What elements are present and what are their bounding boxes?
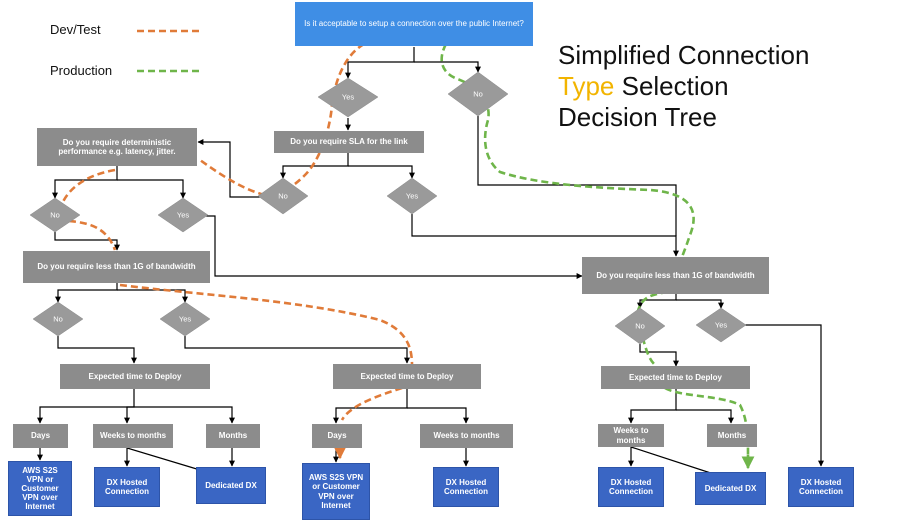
outcome-dedicated-1: Dedicated DX	[196, 467, 266, 504]
outcome-hosted-4: DX Hosted Connection	[788, 467, 854, 507]
legend-dev-test: Dev/Test	[50, 22, 101, 37]
deploy-time-2: Expected time to Deploy	[333, 364, 481, 389]
legend-production: Production	[50, 63, 113, 78]
diamond-no-sla	[257, 177, 309, 215]
decision-diamonds	[29, 71, 747, 345]
outcome-vpn-2: AWS S2S VPN or Customer VPN over Interne…	[302, 463, 370, 520]
title-line-1: Simplified Connection	[558, 40, 810, 70]
option-days-2: Days	[312, 424, 362, 448]
diamond-no-det	[29, 197, 81, 233]
diamond-yes-sla	[386, 177, 438, 215]
question-bandwidth-right: Do you require less than 1G of bandwidth	[582, 257, 769, 294]
outcome-hosted-2: DX Hosted Connection	[433, 467, 499, 507]
decision-yes-bw-left-label: Yes	[178, 314, 192, 324]
decision-yes-top-label: Yes	[341, 92, 355, 102]
option-months-1: Months	[206, 424, 260, 448]
question-sla: Do you require SLA for the link	[274, 131, 424, 153]
diamond-yes-det	[157, 197, 209, 233]
diamond-no-bw-left	[32, 301, 84, 337]
title-line-2-rest: Selection	[614, 71, 729, 101]
legend-dev-test-swatch	[137, 29, 201, 33]
title-line-2: Type Selection	[558, 71, 809, 102]
option-weeks-2: Weeks to months	[420, 424, 513, 448]
decision-no-bw-right-label: No	[635, 321, 645, 331]
diamond-yes-bw-right	[695, 307, 747, 343]
outcome-vpn-1: AWS S2S VPN or Customer VPN over Interne…	[8, 461, 72, 516]
deploy-time-1: Expected time to Deploy	[60, 364, 210, 389]
option-weeks-3: Weeks to months	[598, 424, 664, 447]
legend-production-swatch	[137, 69, 201, 73]
decision-yes-sla-label: Yes	[405, 191, 419, 201]
diagram-title: Simplified Connection Type Selection Dec…	[558, 40, 809, 133]
question-public-internet: Is it acceptable to setup a connection o…	[295, 2, 533, 46]
decision-no-sla-label: No	[278, 191, 288, 201]
decision-yes-det-label: Yes	[176, 210, 190, 220]
decision-no-bw-left-label: No	[53, 314, 63, 324]
decision-yes-bw-right-label: Yes	[714, 320, 728, 330]
question-bandwidth-left: Do you require less than 1G of bandwidth	[23, 251, 210, 283]
deploy-time-3: Expected time to Deploy	[601, 366, 750, 389]
question-deterministic: Do you require deterministic performance…	[37, 128, 197, 166]
option-weeks-1: Weeks to months	[93, 424, 173, 448]
diamond-no-bw-right	[614, 307, 666, 345]
option-days-1: Days	[13, 424, 68, 448]
decision-no-det-label: No	[50, 210, 60, 220]
option-months-3: Months	[707, 424, 757, 447]
diamond-no-top	[447, 71, 509, 117]
outcome-hosted-3: DX Hosted Connection	[598, 467, 664, 507]
diamond-yes-bw-left	[159, 301, 211, 337]
outcome-hosted-1: DX Hosted Connection	[94, 467, 160, 507]
title-line-3: Decision Tree	[558, 102, 717, 132]
decision-no-top-label: No	[473, 89, 483, 99]
diamond-yes-top	[317, 77, 379, 118]
outcome-dedicated-3: Dedicated DX	[695, 472, 766, 505]
title-accent: Type	[558, 71, 615, 101]
